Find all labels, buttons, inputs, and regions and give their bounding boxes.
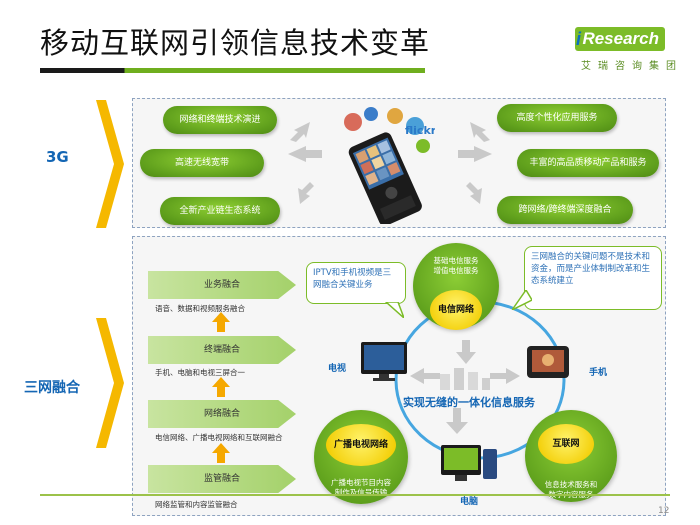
up-arrow-icon — [212, 443, 230, 463]
broadcast-core: 广播电视网络 — [326, 424, 396, 466]
title-underline — [40, 68, 425, 73]
computer-icon — [441, 445, 497, 481]
section-convergence-label: 三网融合 — [24, 380, 80, 396]
chevron-3g-icon — [96, 100, 124, 228]
callout-tail-icon — [512, 290, 532, 310]
callout-tail-icon — [384, 302, 404, 318]
device-phone-label: 手机 — [589, 368, 608, 378]
broadcast-text-2: 制作及信号传输 — [334, 488, 388, 497]
step-business-desc: 语音、数据和视频服务融合 — [155, 304, 245, 313]
pill-3g-left-2: 高速无线宽带 — [140, 149, 264, 177]
internet-core: 互联网 — [538, 424, 594, 464]
section-3g-label: 3G — [46, 148, 69, 166]
city-icon — [410, 340, 520, 390]
telecom-text-2: 增值电信服务 — [433, 266, 479, 275]
step-network: 网络融合 — [148, 400, 296, 428]
pill-3g-right-2: 丰富的高品质移动产品和服务 — [517, 149, 659, 177]
telecom-text-1: 基础电信服务 — [433, 256, 479, 265]
telecom-core: 电信网络 — [430, 290, 482, 330]
page-title: 移动互联网引领信息技术变革 — [40, 26, 431, 60]
pill-3g-right-1: 高度个性化应用服务 — [497, 104, 617, 132]
pill-3g-left-1: 网络和终端技术演进 — [163, 106, 277, 134]
step-regulation: 监管融合 — [148, 465, 296, 493]
device-tv-label: 电视 — [328, 364, 347, 374]
internet-text-1: 信息技术服务和 — [544, 480, 598, 489]
logo-badge: Research — [575, 27, 665, 51]
callout-iptv: IPTV和手机视频是三网融合关键业务 — [306, 262, 406, 304]
pill-3g-right-3: 跨网络/跨终端深度融合 — [497, 196, 633, 224]
chevron-convergence-icon — [96, 318, 124, 448]
step-network-desc: 电信网络、广播电视网络和互联网融合 — [155, 433, 283, 442]
device-pc-label: 电脑 — [460, 497, 479, 507]
mobile-phone-icon: flickr — [344, 107, 435, 224]
arrows-3g-icon — [288, 122, 492, 204]
callout-key-issue: 三网融合的关键问题不是技术和资金，而是产业体制制改革和生态系统建立 — [524, 246, 662, 310]
logo-prefix: i — [576, 29, 582, 49]
page-number: 12 — [658, 506, 670, 516]
step-business: 业务融合 — [148, 271, 296, 299]
step-regulation-desc: 网络监管和内容监管融合 — [155, 500, 238, 509]
pill-3g-left-3: 全新产业链生态系统 — [160, 197, 280, 225]
footer-divider — [40, 494, 670, 496]
up-arrow-icon — [212, 377, 230, 397]
svg-text:flickr: flickr — [405, 124, 435, 137]
down-arrow-icon — [446, 408, 468, 434]
step-terminal-desc: 手机、电脑和电视三屏合一 — [155, 368, 245, 377]
up-arrow-icon — [212, 312, 230, 332]
broadcast-text-1: 广播电视节目内容 — [331, 478, 391, 487]
tv-icon — [361, 342, 407, 381]
step-terminal: 终端融合 — [148, 336, 296, 364]
handset-icon — [527, 346, 569, 378]
logo-subtitle: 艾瑞咨询集团 — [581, 61, 683, 72]
center-slogan: 实现无缝的一体化信息服务 — [403, 396, 535, 409]
